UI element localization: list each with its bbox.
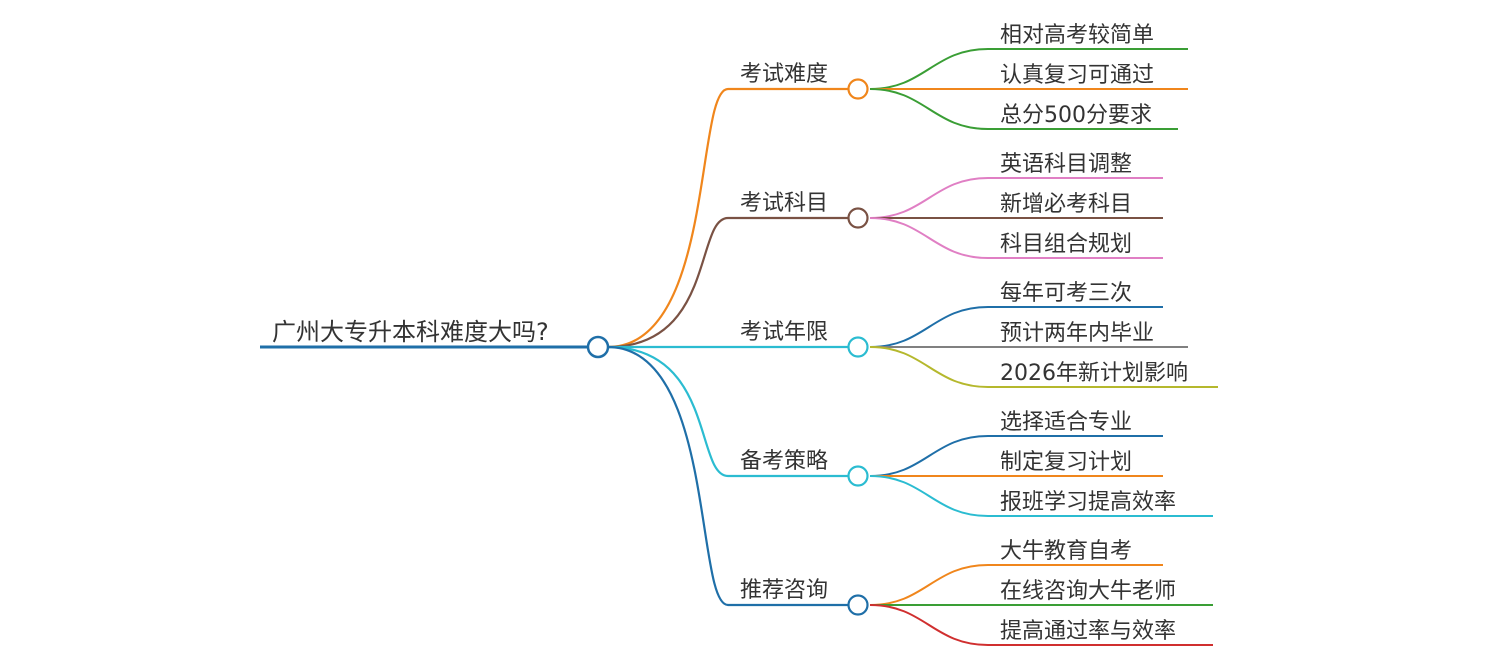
branch-node-circle[interactable] xyxy=(847,207,869,229)
leaf-label: 大牛教育自考 xyxy=(1000,539,1132,564)
leaf-edge xyxy=(869,48,1188,90)
branch-node-circle[interactable] xyxy=(847,336,869,358)
leaf-edge xyxy=(869,435,1163,477)
edges xyxy=(260,48,1218,646)
branch-edge xyxy=(607,216,848,349)
leaf-label: 总分500分要求 xyxy=(1000,103,1152,128)
leaf-label: 每年可考三次 xyxy=(1000,281,1132,306)
leaf-label: 制定复习计划 xyxy=(1000,450,1132,475)
branch-edge xyxy=(607,345,848,607)
branch-edge xyxy=(607,87,848,349)
leaf-label: 选择适合专业 xyxy=(1000,410,1132,435)
leaf-label: 新增必考科目 xyxy=(1000,192,1132,217)
branch-node-circle[interactable] xyxy=(847,78,869,100)
nodes: 广州大专升本科难度大吗? 考试难度 相对高考较简单认真复习可通过总分500分要求考试… xyxy=(272,23,1188,644)
leaf-edge xyxy=(869,217,1163,259)
leaf-label: 在线咨询大牛老师 xyxy=(1000,579,1176,604)
leaf-label: 认真复习可通过 xyxy=(1000,63,1154,88)
leaf-edge xyxy=(869,88,1178,130)
leaf-edge xyxy=(869,564,1163,606)
leaf-label: 相对高考较简单 xyxy=(1000,23,1154,48)
leaf-label: 科目组合规划 xyxy=(1000,232,1132,257)
branch-node-circle[interactable] xyxy=(847,594,869,616)
leaf-label: 提高通过率与效率 xyxy=(1000,619,1176,644)
leaf-edge xyxy=(869,475,1213,517)
branch-node-circle[interactable] xyxy=(847,465,869,487)
leaf-label: 预计两年内毕业 xyxy=(1000,321,1154,346)
leaf-edge xyxy=(869,604,1213,646)
branch-label: 考试科目 xyxy=(740,191,828,216)
root-node-circle[interactable] xyxy=(586,335,610,359)
leaf-label: 2026年新计划影响 xyxy=(1000,361,1188,386)
branch-label: 考试难度 xyxy=(740,62,828,87)
branch-edge xyxy=(607,345,848,478)
leaf-edge xyxy=(869,306,1163,348)
leaf-edge xyxy=(869,346,1218,388)
leaf-label: 报班学习提高效率 xyxy=(1000,490,1176,515)
branch-label: 推荐咨询 xyxy=(740,578,828,603)
root-label: 广州大专升本科难度大吗? xyxy=(272,318,549,346)
branch-label: 备考策略 xyxy=(740,449,828,474)
branch-label: 考试年限 xyxy=(740,320,828,345)
leaf-label: 英语科目调整 xyxy=(1000,152,1132,177)
leaf-edge xyxy=(869,177,1163,219)
